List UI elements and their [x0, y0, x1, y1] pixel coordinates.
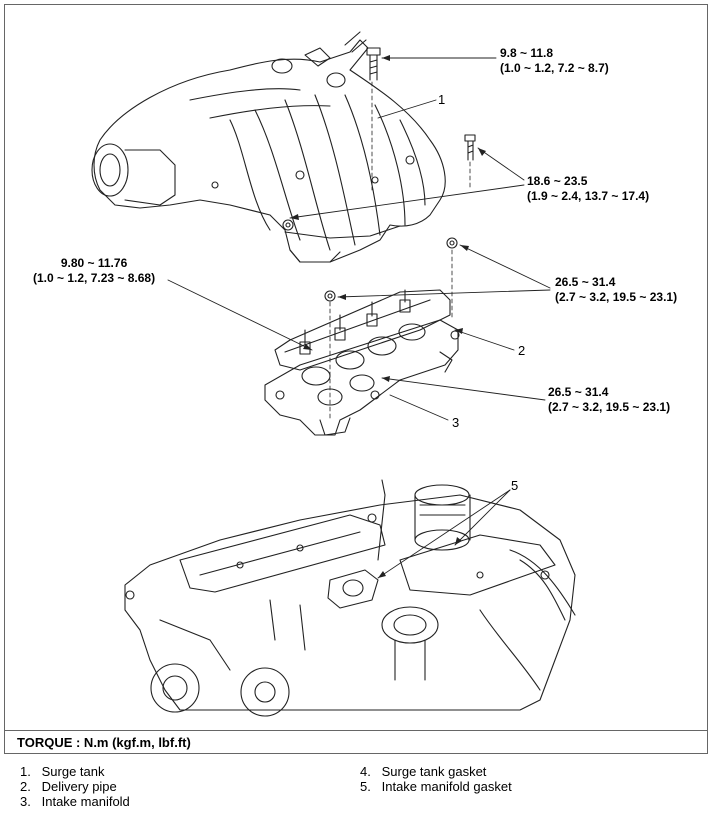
surge-tank-illustration	[91, 31, 446, 263]
engine-illustration	[124, 479, 576, 717]
torque-units: (1.0 ~ 1.2, 7.23 ~ 8.68)	[33, 271, 156, 285]
diagram-frame	[4, 4, 708, 754]
torque-units: (2.7 ~ 3.2, 19.5 ~ 23.1)	[555, 290, 678, 304]
part-number-3: 3	[452, 415, 460, 430]
parts-legend-right: 4. Surge tank gasket 5. Intake manifold …	[360, 764, 512, 794]
torque-callout-manifold-nut-lower: 26.5 ~ 31.4 (2.7 ~ 3.2, 19.5 ~ 23.1)	[548, 385, 670, 415]
legend-item: 3. Intake manifold	[20, 794, 130, 809]
legend-item: 4. Surge tank gasket	[360, 764, 487, 779]
leader-lines	[167, 57, 551, 579]
torque-value: 18.6 ~ 23.5	[527, 174, 588, 188]
parts-legend-left: 1. Surge tank 2. Delivery pipe 3. Intake…	[20, 764, 130, 809]
part-number-5: 5	[511, 478, 519, 493]
torque-callout-delivery-pipe: 9.80 ~ 11.76 (1.0 ~ 1.2, 7.23 ~ 8.68)	[33, 256, 155, 286]
torque-units: (2.7 ~ 3.2, 19.5 ~ 23.1)	[548, 400, 671, 414]
leader-arrowheads	[290, 55, 486, 578]
part-number-2: 2	[518, 343, 526, 358]
legend-item: 5. Intake manifold gasket	[360, 779, 512, 794]
torque-units: (1.9 ~ 2.4, 13.7 ~ 17.4)	[527, 189, 650, 203]
torque-value: 9.8 ~ 11.8	[500, 46, 554, 60]
torque-callout-manifold-nut-upper: 26.5 ~ 31.4 (2.7 ~ 3.2, 19.5 ~ 23.1)	[555, 275, 677, 305]
intake-manifold-illustration	[264, 289, 460, 436]
torque-callout-surge-tank-stay-bolt: 18.6 ~ 23.5 (1.9 ~ 2.4, 13.7 ~ 17.4)	[527, 174, 649, 204]
alignment-lines	[329, 81, 471, 421]
torque-value: 26.5 ~ 31.4	[555, 275, 616, 289]
legend-item: 1. Surge tank	[20, 764, 105, 779]
torque-units-title: TORQUE : N.m (kgf.m, lbf.ft)	[17, 735, 191, 750]
legend-item: 2. Delivery pipe	[20, 779, 117, 794]
exploded-view-drawing	[91, 31, 576, 717]
torque-callout-surge-tank-bolt: 9.8 ~ 11.8 (1.0 ~ 1.2, 7.2 ~ 8.7)	[500, 46, 609, 76]
torque-units: (1.0 ~ 1.2, 7.2 ~ 8.7)	[500, 61, 609, 75]
torque-value: 9.80 ~ 11.76	[60, 256, 128, 270]
bolt-illustrations	[324, 47, 476, 302]
part-number-1: 1	[438, 92, 446, 107]
torque-units-bar: TORQUE : N.m (kgf.m, lbf.ft)	[5, 730, 707, 754]
torque-value: 26.5 ~ 31.4	[548, 385, 609, 399]
